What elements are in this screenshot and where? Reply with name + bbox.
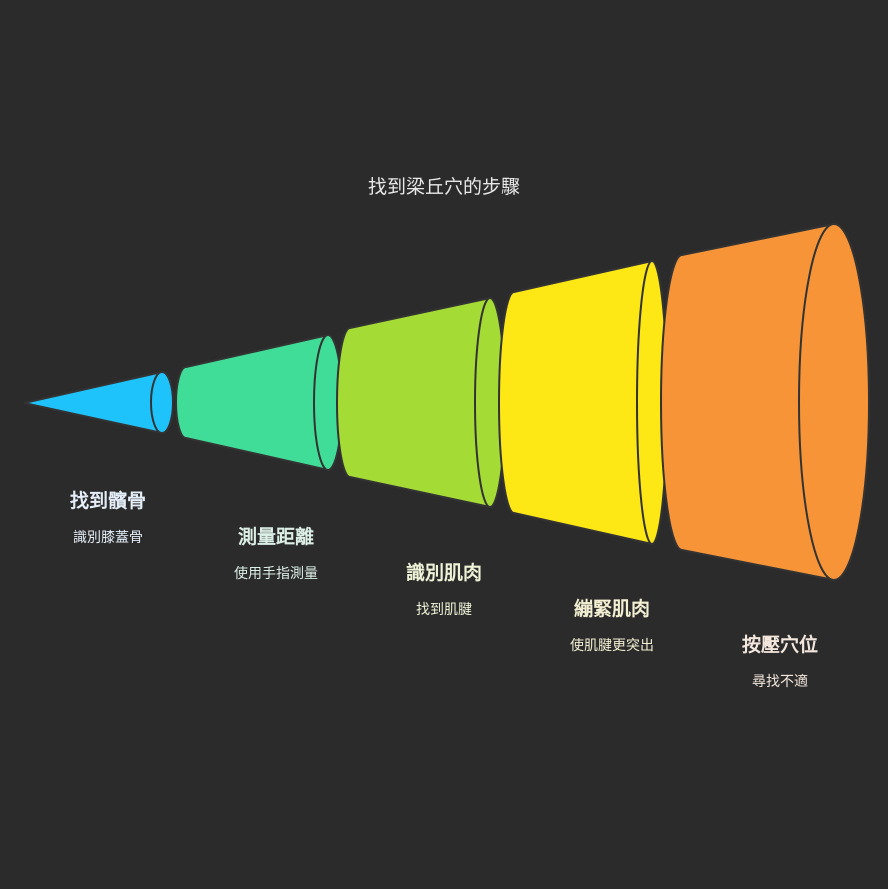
step-description: 找到肌腱 — [416, 602, 472, 618]
step-title: 按壓穴位 — [741, 634, 818, 656]
step-title: 識別肌肉 — [405, 562, 482, 584]
step-label-5: 按壓穴位 尋找不適 — [690, 630, 870, 691]
step-label-2: 測量距離 使用手指測量 — [186, 522, 366, 583]
step-label-3: 識別肌肉 找到肌腱 — [354, 558, 534, 619]
step-label-4: 繃緊肌肉 使肌腱更突出 — [522, 594, 702, 655]
step-description: 識別膝蓋骨 — [73, 530, 143, 546]
step-title: 繃緊肌肉 — [573, 598, 650, 620]
step-title: 測量距離 — [237, 526, 314, 548]
step-description: 尋找不適 — [752, 674, 808, 690]
step-label-1: 找到髕骨 識別膝蓋骨 — [18, 486, 198, 547]
segment-5-end — [798, 223, 870, 581]
step-description: 使用手指測量 — [234, 566, 318, 582]
step-description: 使肌腱更突出 — [570, 638, 654, 654]
diagram-title: 找到梁丘穴的步驟 — [367, 176, 520, 198]
segment-1-end — [150, 371, 174, 434]
step-title: 找到髕骨 — [69, 490, 146, 512]
